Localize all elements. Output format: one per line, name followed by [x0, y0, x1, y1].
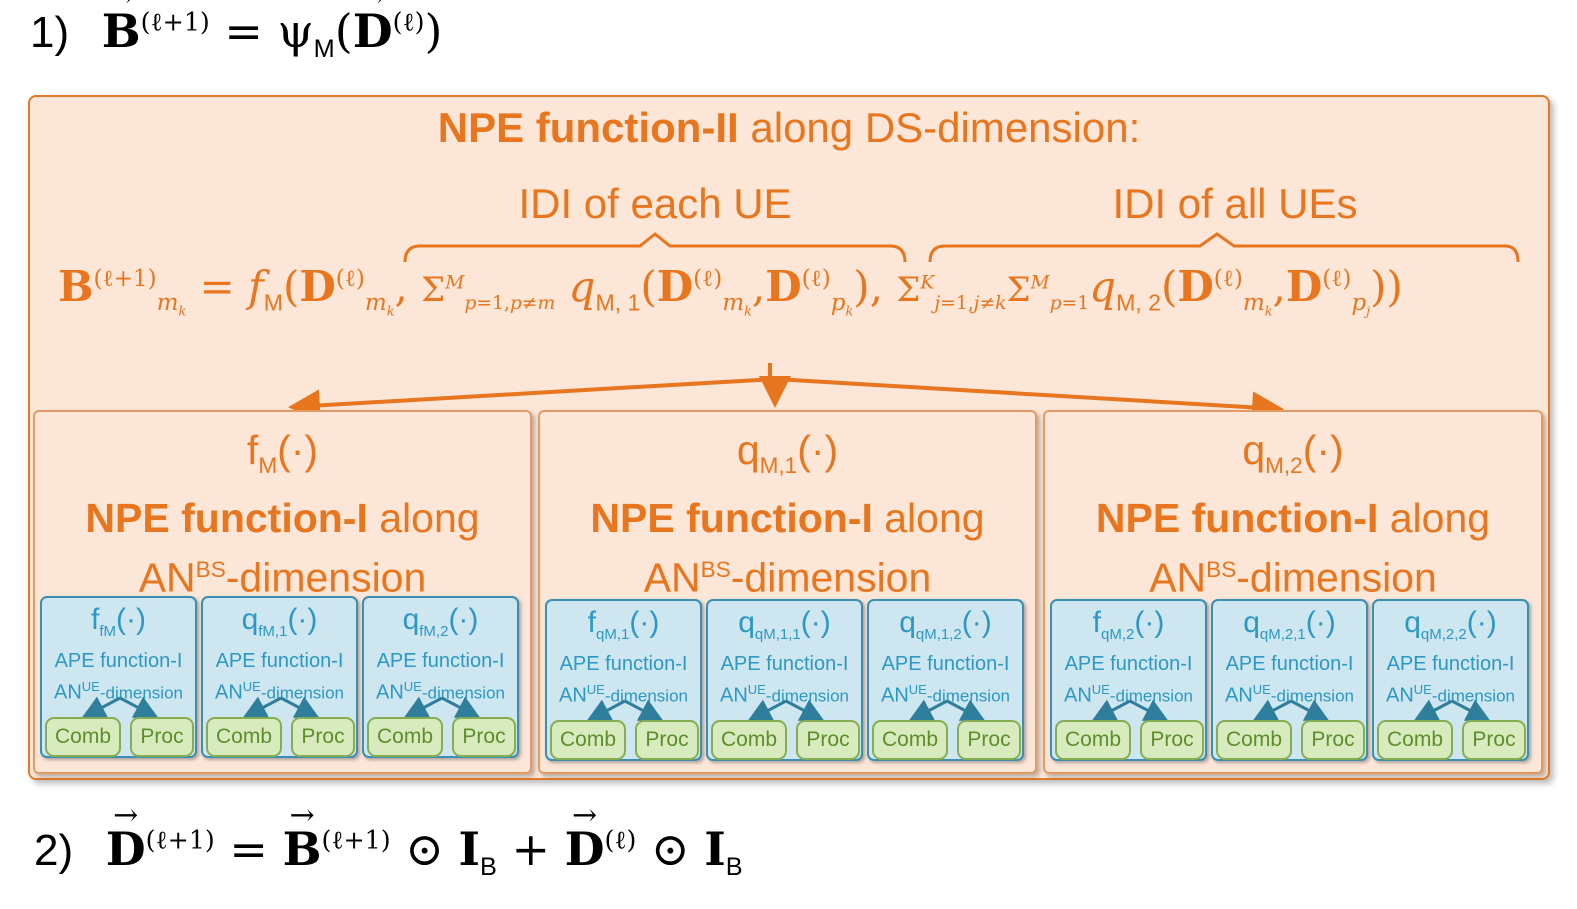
comb-button: Comb	[45, 717, 121, 757]
leaf-ape-label: APE function-I	[215, 650, 344, 672]
proc-button: Proc	[957, 720, 1021, 760]
proc-button: Proc	[1462, 720, 1526, 760]
eq1-lhs-sup: (ℓ+1)	[140, 7, 210, 37]
leaf-fn: qfM,1(·)	[241, 603, 318, 641]
leaf-fn: fqM,1(·)	[587, 606, 660, 644]
block-qm2-line1: NPE function-I along	[1095, 495, 1491, 542]
comb-button: Comb	[1216, 720, 1292, 760]
comb-button: Comb	[1055, 720, 1131, 760]
block-qm1-fn: qM,1(·)	[736, 427, 839, 479]
comb-button: Comb	[367, 717, 443, 757]
eq2-number: 2)	[34, 826, 74, 875]
leaf-fn: qqM,2,2(·)	[1404, 606, 1497, 644]
comb-button: Comb	[872, 720, 948, 760]
proc-button: Proc	[1301, 720, 1365, 760]
proc-button: Proc	[796, 720, 860, 760]
npe-function-ii-title: NPE function-II along DS-dimension:	[28, 104, 1550, 152]
leaf-fn: qfM,2(·)	[402, 603, 479, 641]
leaf-ape-label: APE function-I	[1064, 653, 1193, 675]
leaf-arrows	[586, 699, 664, 722]
leaf-fn: qqM,1,2(·)	[899, 606, 992, 644]
leaf-ape-label: APE function-I	[376, 650, 505, 672]
leaf-ape-label: APE function-I	[881, 653, 1010, 675]
block-fm-fn: fM(·)	[246, 427, 319, 479]
leaf-arrows	[81, 696, 159, 719]
block-qm1-line1: NPE function-I along	[590, 495, 985, 542]
leaf-dimension-label: ANUE-dimension	[375, 679, 505, 704]
proc-button: Proc	[452, 717, 516, 757]
leaf-fn: ffM(·)	[91, 603, 146, 641]
eq1-number: 1)	[30, 8, 70, 57]
eq1-arg: D	[353, 4, 393, 58]
eq1-arg-sup: (ℓ)	[392, 7, 425, 37]
leaf-fn: fqM,2(·)	[1092, 606, 1165, 644]
brace-label-all-ues: IDI of all UEs	[1112, 180, 1358, 227]
leaf-fn: qqM,1,1(·)	[738, 606, 831, 644]
comb-button: Comb	[711, 720, 787, 760]
comb-button: Comb	[206, 717, 282, 757]
leaf-arrows	[403, 696, 481, 719]
block-qm2-line2: ANBS-dimension	[1149, 554, 1437, 601]
leaf-arrows	[242, 696, 320, 719]
leaf-ape-label: APE function-I	[720, 653, 849, 675]
proc-button: Proc	[291, 717, 355, 757]
main-equation: B(ℓ+1)mk = fM(D(ℓ)mk, ΣMp=1,p≠m qM, 1(D(…	[58, 262, 1403, 319]
block-qm2-fn: qM,2(·)	[1242, 427, 1344, 479]
eq1-op: = ψ	[209, 4, 314, 58]
comb-button: Comb	[550, 720, 626, 760]
leaf-ape-label: APE function-I	[1225, 653, 1354, 675]
block-fm-line1: NPE function-I along	[85, 495, 480, 542]
proc-button: Proc	[130, 717, 194, 757]
equation-2: 2) D(ℓ+1) = B(ℓ+1) ⊙ IB + D(ℓ) ⊙ IB	[34, 822, 743, 882]
comb-button: Comb	[1377, 720, 1453, 760]
leaf-ape-label: APE function-I	[54, 650, 183, 672]
eq1-lhs: B	[102, 4, 141, 58]
leaf-arrows	[1252, 699, 1330, 722]
leaf-ape-label: APE function-I	[559, 653, 688, 675]
brace-label-each-ue: IDI of each UE	[518, 180, 792, 227]
npe-ii-title-rest: along DS-dimension:	[738, 104, 1141, 151]
block-fm-line2: ANBS-dimension	[138, 554, 427, 601]
leaf-arrows	[747, 699, 825, 722]
proc-button: Proc	[1140, 720, 1204, 760]
leaf-arrows	[908, 699, 986, 722]
brace-all-ues	[928, 232, 1520, 263]
eq1-psi-sub: M	[313, 35, 335, 64]
leaf-fn: qqM,2,1(·)	[1243, 606, 1336, 644]
equation-1: 1) B(ℓ+1) = ψM(D(ℓ))	[30, 4, 442, 64]
leaf-ape-label: APE function-I	[1386, 653, 1515, 675]
npe-ii-title-bold: NPE function-II	[437, 104, 739, 151]
block-qm1-line2: ANBS-dimension	[643, 554, 932, 601]
proc-button: Proc	[635, 720, 699, 760]
leaf-arrows	[1413, 699, 1491, 722]
brace-each-ue	[403, 232, 907, 263]
leaf-arrows	[1091, 699, 1169, 722]
